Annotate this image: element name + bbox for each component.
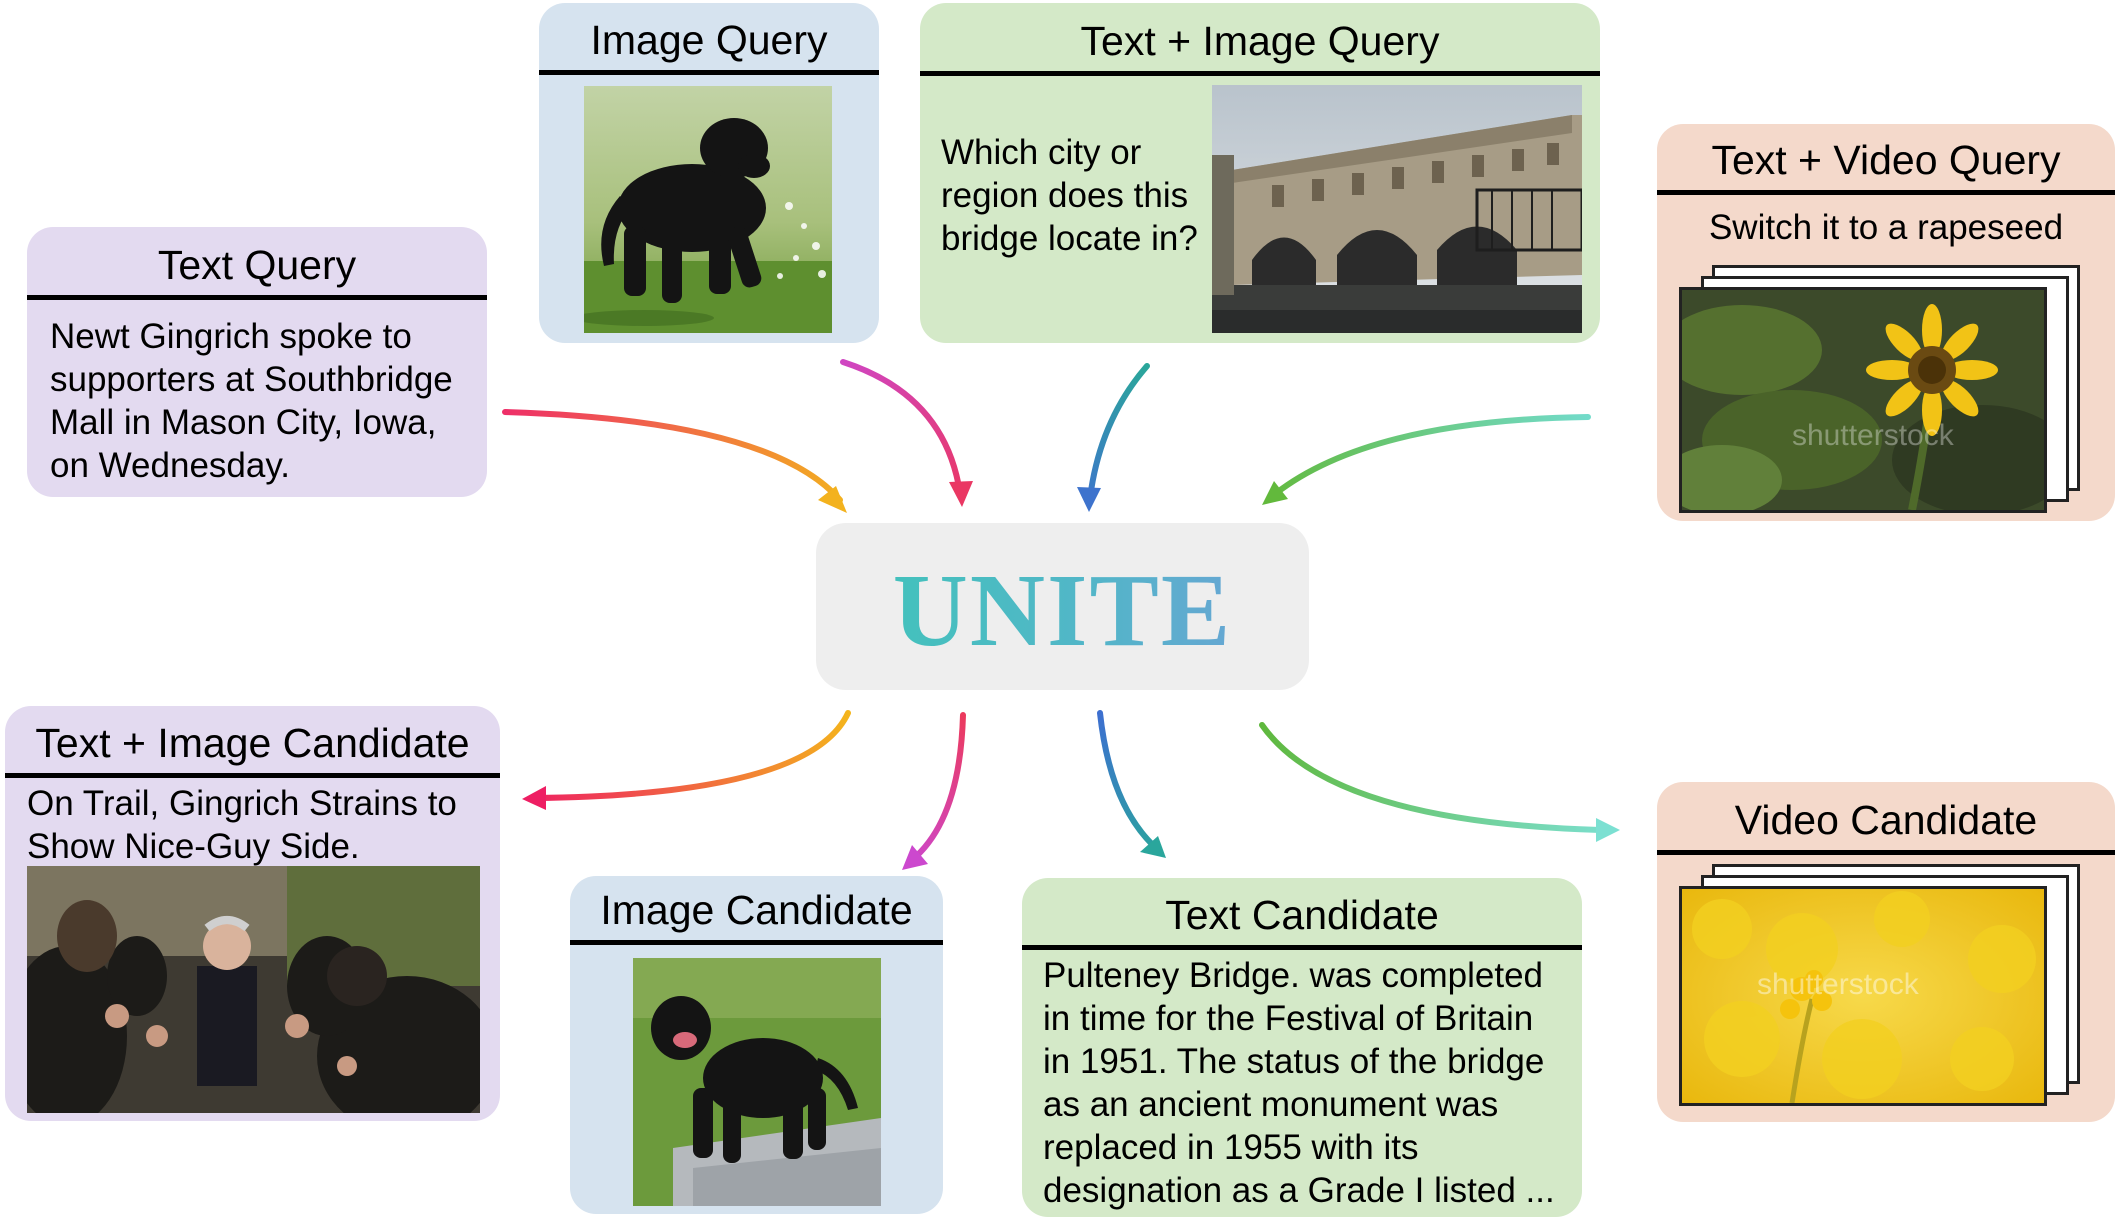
text-image-candidate-title: Text + Image Candidate [35,720,470,766]
arrowhead-3 [1077,487,1101,512]
text-candidate-body: Pulteney Bridge. was completed in time f… [1043,956,1555,1210]
text-image-query-box: Text + Image Query Which city or region … [920,3,1600,343]
arrowhead-1 [818,486,847,513]
video-candidate-title: Video Candidate [1734,797,2038,843]
arrowhead-7 [1140,836,1166,858]
image-candidate-divider [570,940,943,945]
arrowhead-8 [1596,818,1620,842]
text-candidate-box: Text Candidate Pulteney Bridge. was comp… [1022,878,1582,1217]
arrow-unite-to-video-candidate [1259,722,1603,833]
arrowhead-6 [902,845,928,870]
rapeseed-field-video-frames-icon: shutterstock [1679,886,2047,1106]
arrow-image-query-to-unite [840,359,963,496]
video-candidate-box: Video Candidate shutterstock [1657,782,2115,1122]
text-query-title: Text Query [157,242,357,288]
unite-model-box: UNITE [816,523,1309,690]
text-query-box: Text Query Newt Gingrich spoke to suppor… [27,227,487,497]
black-dog-walking-photo-icon [584,86,832,333]
text-query-divider [27,295,487,300]
text-candidate-divider [1022,945,1582,950]
text-video-query-divider [1657,190,2115,195]
text-image-query-body: Which city or region does this bridge lo… [941,133,1198,258]
arrow-text-video-query-to-unite [1272,414,1591,497]
image-candidate-box: Image Candidate [570,876,943,1214]
black-dog-standing-photo-icon [633,958,881,1206]
text-image-candidate-box: Text + Image Candidate On Trail, Gingric… [5,706,500,1121]
image-query-title: Image Query [590,17,828,63]
image-query-box: Image Query [539,3,879,343]
arrow-unite-to-text-candidate [1097,710,1158,850]
candidate-video-watermark: shutterstock [1757,968,1920,1001]
text-image-query-title: Text + Image Query [1080,18,1440,64]
query-video-watermark: shutterstock [1792,419,1955,452]
image-candidate-title: Image Candidate [600,887,913,933]
stone-arch-bridge-photo-icon [1212,85,1582,333]
video-candidate-divider [1657,850,2115,855]
arrowhead-5 [522,786,546,810]
text-video-query-body: Switch it to a rapeseed [1708,208,2064,247]
text-video-query-title: Text + Video Query [1711,137,2061,183]
text-query-body: Newt Gingrich spoke to supporters at Sou… [50,317,453,485]
text-image-candidate-body: On Trail, Gingrich Strains to Show Nice-… [27,784,457,866]
arrow-unite-to-image-candidate [909,712,966,863]
text-candidate-title: Text Candidate [1165,892,1439,938]
press-crowd-photo-icon [27,866,480,1113]
unite-label: UNITE [816,559,1309,663]
arrow-text-image-query-to-unite [1087,363,1150,501]
text-image-query-divider [920,71,1600,76]
arrowhead-4 [1262,481,1288,505]
sunflower-video-frames-icon: shutterstock [1679,287,2047,513]
arrow-unite-to-text-image-candidate [532,710,851,801]
image-query-divider [539,70,879,75]
arrow-text-query-to-unite [502,409,843,503]
text-image-candidate-divider [5,773,500,778]
arrowhead-2 [949,481,973,507]
text-video-query-box: Text + Video Query Switch it to a rapese… [1657,124,2115,521]
